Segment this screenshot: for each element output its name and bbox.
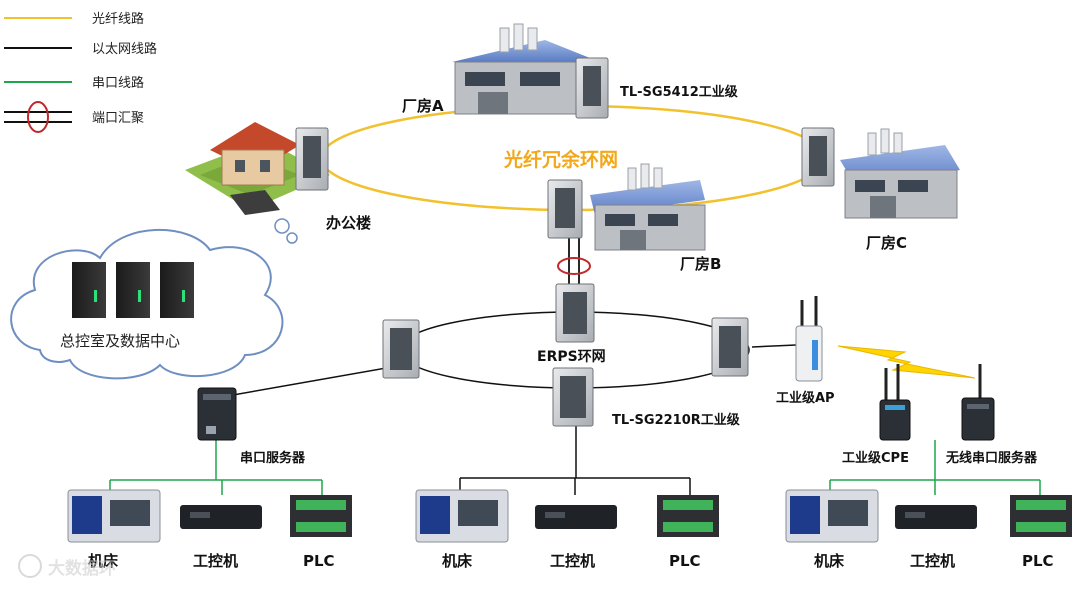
switch-erps-right[interactable] — [711, 317, 749, 377]
lathe-machine-right — [785, 489, 879, 543]
endpoint-left-ipc-label: 工控机 — [193, 552, 238, 570]
industrial-pc-right — [895, 505, 977, 529]
endpoint-middle-lathe-label: 机床 — [442, 552, 473, 570]
endpoint-middle-plc-label: PLC — [669, 552, 701, 570]
legend-serial-label: 串口线路 — [92, 75, 144, 91]
plc-left — [290, 495, 352, 537]
serial-server-device[interactable] — [197, 387, 237, 441]
industrial-pc-middle — [535, 505, 617, 529]
endpoint-right-ipc-label: 工控机 — [910, 552, 955, 570]
industrial-cpe-label: 工业级CPE — [842, 450, 909, 466]
watermark-text: 大数据环 — [48, 558, 116, 579]
factory-b-building — [590, 163, 706, 251]
endpoint-middle-ipc-label: 工控机 — [550, 552, 595, 570]
watermark-logo-icon — [18, 554, 42, 578]
plc-right — [1010, 495, 1072, 537]
switch-factory-a[interactable] — [575, 57, 609, 119]
legend-aggregation-ring-icon — [27, 101, 49, 133]
industrial-ap-device[interactable] — [795, 296, 823, 382]
core-switch-model-label: TL-SG5412工业级 — [620, 84, 739, 100]
datacenter-label: 总控室及数据中心 — [60, 332, 180, 350]
wireless-link-bolt-icon — [837, 345, 976, 379]
office-building — [185, 122, 330, 215]
eth-link-ap — [751, 344, 797, 348]
endpoint-left-plc-label: PLC — [303, 552, 335, 570]
eth-link-serial-server — [215, 364, 404, 399]
industrial-cpe-device[interactable] — [879, 364, 911, 441]
industrial-ap-label: 工业级AP — [776, 390, 835, 406]
switch-office[interactable] — [295, 127, 329, 191]
legend-aggregation-label: 端口汇聚 — [92, 111, 144, 126]
industrial-pc-left — [180, 505, 262, 529]
endpoint-right-lathe-label: 机床 — [814, 552, 845, 570]
lathe-machine-middle — [415, 489, 509, 543]
switch-erps-top[interactable] — [555, 283, 595, 343]
switch-erps-bottom[interactable] — [552, 367, 594, 427]
watermark: 大数据环 — [18, 554, 116, 579]
datacenter-cloud — [10, 218, 298, 380]
erps-ring-label: ERPS环网 — [537, 349, 606, 365]
switch-factory-c[interactable] — [801, 127, 835, 187]
legend-fiber-label: 光纤线路 — [92, 11, 144, 27]
server-rack-icon — [160, 262, 194, 318]
office-label: 办公楼 — [326, 214, 371, 232]
legend: 光纤线路 以太网线路 串口线路 端口汇聚 — [4, 11, 157, 133]
wireless-serial-server-device[interactable] — [961, 364, 995, 441]
server-rack-icon — [72, 262, 106, 318]
plc-middle — [657, 495, 719, 537]
server-rack-icon — [116, 262, 150, 318]
wireless-serial-server-label: 无线串口服务器 — [945, 450, 1038, 466]
fiber-ring-title: 光纤冗余环网 — [503, 148, 618, 171]
ring-switch-model-label: TL-SG2210R工业级 — [612, 412, 741, 428]
factory-c-building — [840, 128, 960, 219]
serial-server-label: 串口服务器 — [240, 450, 306, 466]
endpoint-right-plc-label: PLC — [1022, 552, 1054, 570]
switch-factory-b[interactable] — [547, 179, 583, 239]
legend-ethernet-label: 以太网线路 — [92, 41, 157, 57]
lathe-machine-left — [67, 489, 161, 543]
aggregation-ring-icon — [557, 257, 591, 275]
endpoint-left-lathe-label: 机床 — [88, 552, 119, 570]
factory-b-label: 厂房B — [680, 255, 721, 273]
switch-erps-left[interactable] — [382, 319, 420, 379]
factory-c-label: 厂房C — [866, 234, 907, 252]
factory-a-label: 厂房A — [402, 97, 444, 115]
